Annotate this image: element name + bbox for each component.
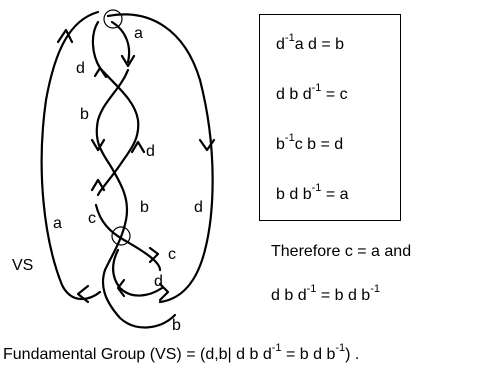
conclusion-line-2-exp1: -1	[306, 283, 317, 295]
relation-2: d b d-1 = c	[276, 83, 348, 104]
caption-part-2: = b d b	[281, 346, 336, 363]
arrow-icon	[90, 178, 106, 192]
caption-exp-1: -1	[271, 342, 282, 354]
relation-2-base: d b d	[276, 86, 312, 103]
arc-d-lower	[111, 248, 164, 297]
arrow-icon	[120, 54, 136, 68]
conclusion-line-2-a: d b d	[271, 287, 307, 304]
label-d-left-upper: d	[76, 60, 85, 77]
relation-4-exp: -1	[311, 182, 322, 194]
relation-4-rest: = a	[321, 186, 349, 203]
label-d-center: d	[146, 143, 155, 160]
fundamental-group-caption: Fundamental Group (VS) = (d,b| d b d-1 =…	[3, 343, 360, 364]
arrow-icon	[93, 66, 108, 79]
arc-b-strand	[95, 68, 177, 329]
arrow-icon	[148, 246, 160, 264]
caption-part-1: Fundamental Group (VS) = (d,b| d b d	[3, 346, 272, 363]
relation-3-rest: c b = d	[294, 136, 344, 153]
arc-c-strand	[94, 203, 162, 272]
crossing-circle-top	[103, 9, 123, 29]
relation-2-rest: = c	[321, 86, 348, 103]
arrow-icon	[158, 282, 170, 302]
arrow-icon	[76, 284, 90, 304]
crossing-circle-lower	[111, 226, 131, 246]
label-b-center-lower: b	[140, 199, 149, 216]
arrow-icon	[90, 138, 106, 152]
label-vs: VS	[12, 257, 33, 274]
relation-4: b d b-1 = a	[276, 183, 349, 204]
conclusion-line-2: d b d-1 = b d b-1	[271, 284, 380, 305]
arc-a-top	[110, 20, 131, 64]
relations-box	[259, 14, 401, 221]
label-d-outer-right: d	[194, 199, 203, 216]
relation-3-base: b	[276, 136, 285, 153]
conclusion-line-2-b: = b d b	[316, 287, 371, 304]
label-d-lower-center: d	[154, 273, 163, 290]
arc-d-strand	[91, 20, 140, 197]
label-a-outer-left: a	[53, 215, 62, 232]
arc-d-outer	[106, 13, 214, 304]
relation-2-exp: -1	[311, 82, 322, 94]
relation-1-base: d	[276, 36, 285, 53]
arrow-icon	[56, 28, 74, 44]
arc-a-outer	[40, 10, 102, 301]
arrow-icon	[198, 138, 216, 152]
arrow-icon	[130, 140, 146, 154]
label-b-bottom: b	[172, 317, 181, 334]
relation-1-rest: a d = b	[294, 36, 345, 53]
caption-exp-2: -1	[335, 342, 346, 354]
label-c-center: c	[88, 210, 96, 227]
relation-1-exp: -1	[284, 32, 295, 44]
label-c-lower-right: c	[168, 246, 176, 263]
caption-part-3: ) .	[345, 346, 360, 363]
relation-3: b-1c b = d	[276, 133, 344, 154]
arrow-icon	[116, 278, 126, 298]
relation-1: d-1a d = b	[276, 33, 345, 54]
label-a-top: a	[134, 25, 143, 42]
relation-3-exp: -1	[284, 132, 295, 144]
label-b-left-middle: b	[80, 106, 89, 123]
conclusion-line-1: Therefore c = a and	[271, 243, 412, 260]
conclusion-line-2-exp2: -1	[370, 283, 380, 295]
relation-4-base: b d b	[276, 186, 312, 203]
